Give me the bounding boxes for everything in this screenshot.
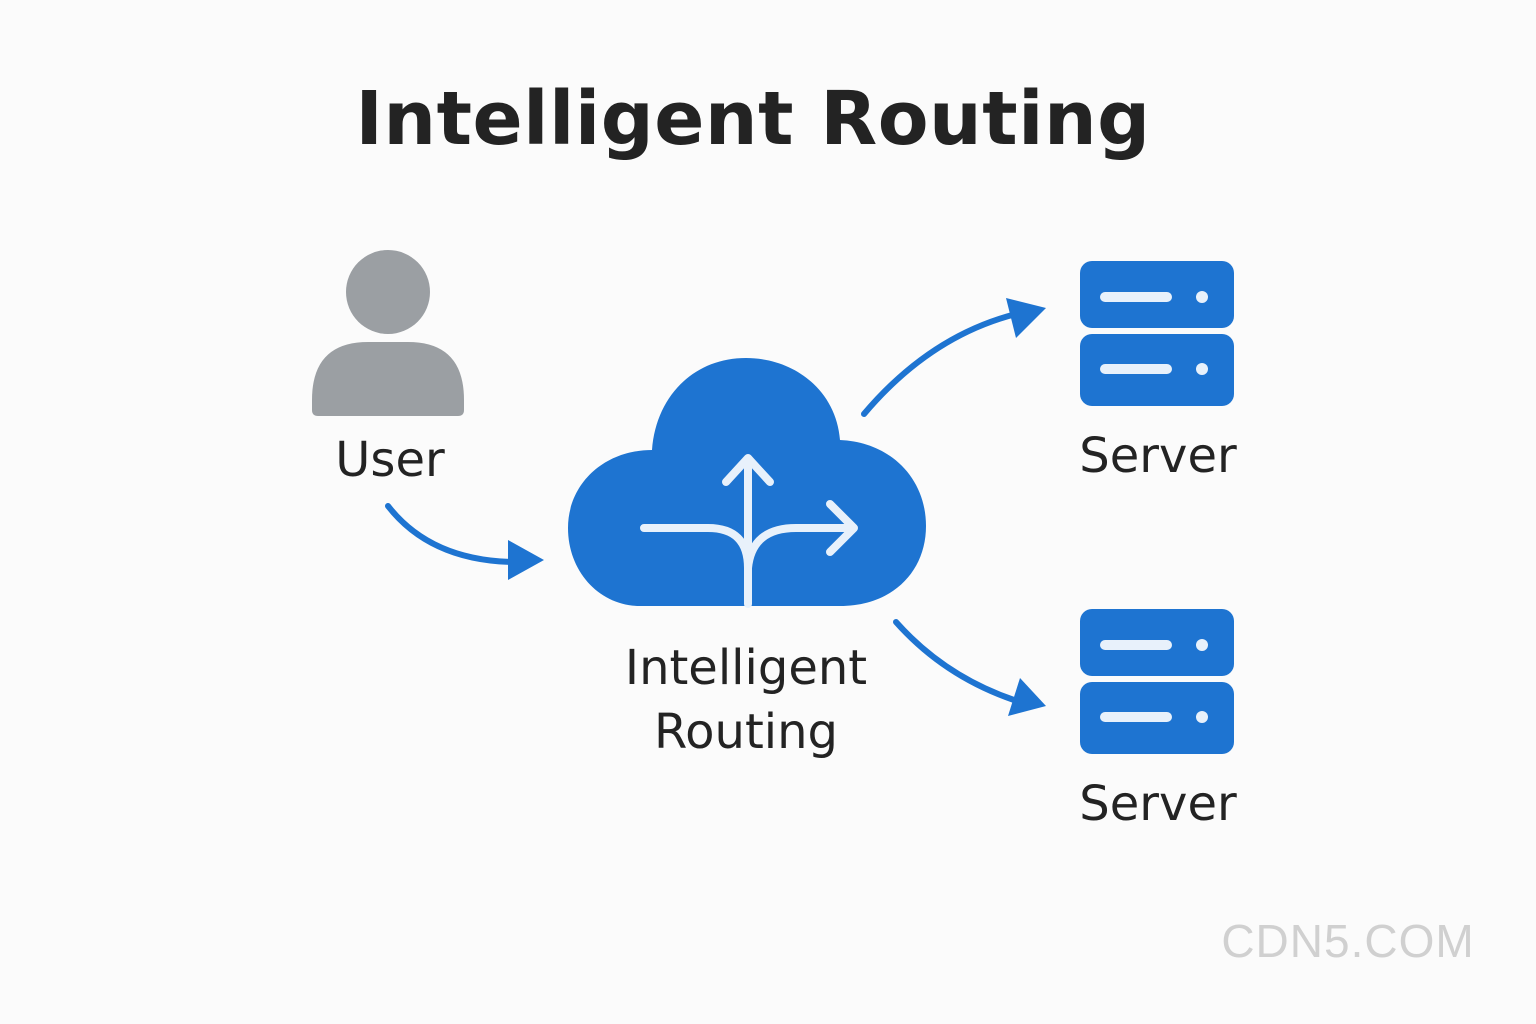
server-icon bbox=[1080, 609, 1234, 754]
watermark: CDN5.COM bbox=[1221, 915, 1475, 967]
router-label-line2: Routing bbox=[653, 704, 839, 760]
server-top-label: Server bbox=[1079, 428, 1237, 484]
edge-router-to-server-top bbox=[861, 298, 1046, 417]
router-label: Intelligent Routing bbox=[560, 636, 932, 764]
server-bottom-label: Server bbox=[1079, 776, 1237, 832]
user-label: User bbox=[335, 432, 445, 488]
arrowhead-icon bbox=[1006, 298, 1046, 338]
edge-router-to-server-bottom bbox=[893, 619, 1046, 716]
user-icon bbox=[312, 250, 464, 416]
arrowhead-icon bbox=[508, 540, 544, 580]
page-title: Intelligent Routing bbox=[355, 76, 1151, 162]
edge-user-to-router bbox=[385, 503, 544, 580]
split-arrows-icon bbox=[640, 454, 858, 608]
arrowhead-icon bbox=[1008, 678, 1046, 716]
router-label-line1: Intelligent bbox=[624, 640, 868, 696]
server-icon bbox=[1080, 261, 1234, 406]
cloud-routing-icon bbox=[568, 358, 926, 608]
